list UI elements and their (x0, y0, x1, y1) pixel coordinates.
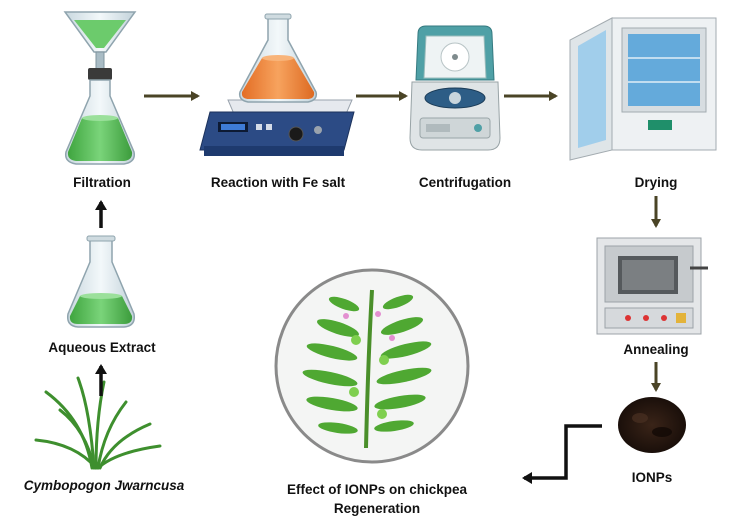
label-filtration: Filtration (73, 175, 131, 190)
label-effect-line2: Regeneration (333, 501, 421, 516)
label-plant-name: Cymbopogon Jwarncusa (23, 478, 185, 493)
chickpea-plant-icon (274, 268, 470, 464)
ionps-powder-icon (618, 397, 686, 453)
centrifuge-icon (409, 25, 501, 151)
label-reaction: Reaction with Fe salt (210, 175, 346, 190)
label-annealing: Annealing (623, 342, 689, 357)
hotplate-flask-icon (199, 13, 355, 156)
aqueous-extract-flask-icon (66, 235, 136, 328)
label-effect: Effect of IONPs on chickpea Regeneration (262, 480, 492, 518)
arrow-ionps-to-effect (522, 424, 602, 484)
label-ionps: IONPs (631, 470, 673, 485)
label-effect-line1: Effect of IONPs on chickpea (286, 482, 468, 497)
grass-plant-icon (34, 376, 162, 470)
label-drying: Drying (634, 175, 678, 190)
annealing-furnace-icon (596, 237, 708, 335)
drying-oven-icon (569, 17, 717, 161)
label-centrifugation: Centrifugation (418, 175, 512, 190)
label-aqueous-extract: Aqueous Extract (48, 340, 156, 355)
filtration-funnel-flask-icon (63, 11, 137, 165)
